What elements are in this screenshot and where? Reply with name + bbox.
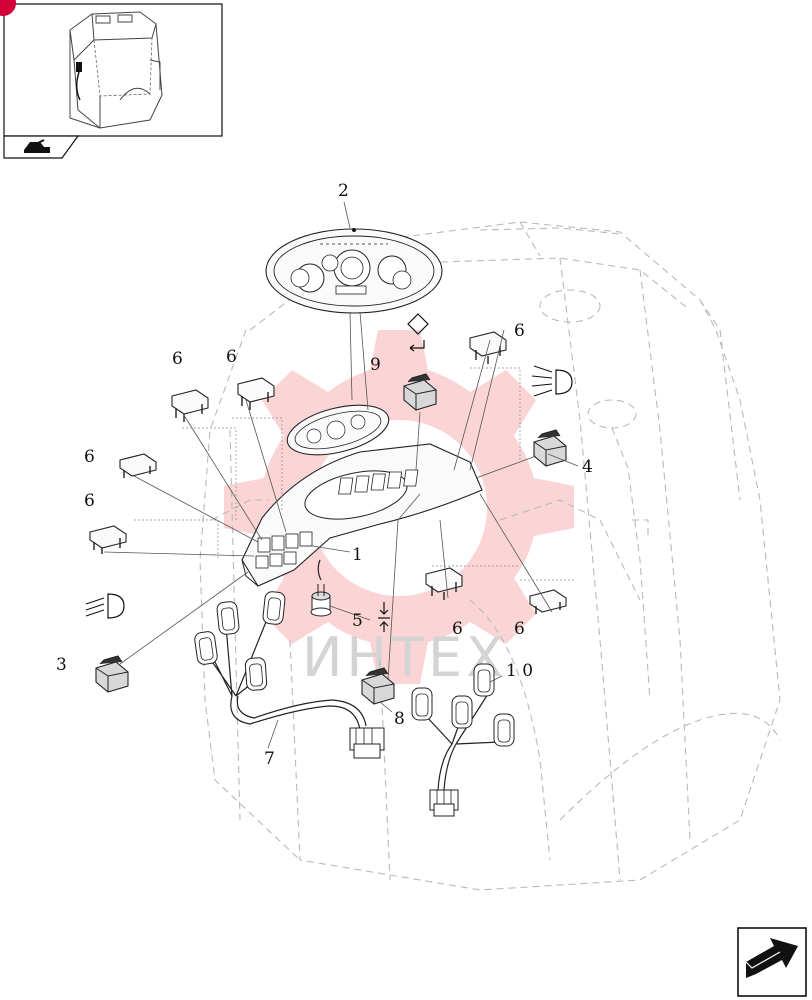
next-arrow-icon: [745, 938, 798, 978]
blank-cap-6d[interactable]: [89, 525, 127, 554]
blank-cap-6f[interactable]: [425, 567, 463, 600]
harness-plug: [194, 631, 218, 665]
work-light-switch-4[interactable]: [533, 429, 567, 467]
tractor-cab-thumbnail-icon: [69, 11, 163, 129]
harness-plug: [262, 591, 286, 625]
blank-cap-6a[interactable]: [171, 389, 209, 422]
socket-connector-5[interactable]: [310, 559, 332, 617]
callout-6: 6: [226, 347, 237, 367]
callout-6: 6: [452, 619, 463, 639]
instrument-cluster-installed: [286, 404, 390, 456]
callout-6: 6: [84, 447, 95, 467]
harness-plug: [244, 657, 268, 691]
harness-terminal-block: [429, 789, 459, 817]
hazard-switch-9[interactable]: [403, 373, 437, 411]
hazard-warning-symbol: [407, 313, 429, 352]
next-page-button[interactable]: [737, 927, 807, 997]
harness-plug: [411, 687, 433, 721]
callout-6: 6: [514, 619, 525, 639]
switch-slot-row-left: [255, 531, 313, 569]
callouts: 2 1 3 4 5 6 6 6 6 6 6 6 7 8 9 1 0: [56, 181, 593, 769]
harness-plug: [493, 713, 515, 747]
callout-2: 2: [338, 181, 349, 201]
harness-plug: [451, 695, 473, 729]
blank-cap-6c[interactable]: [119, 453, 157, 478]
wiring-harness-7[interactable]: [194, 591, 385, 759]
harness-plug: [473, 663, 495, 697]
headlight-symbol: [85, 593, 125, 619]
blank-cap-6b[interactable]: [237, 377, 275, 410]
notification-badge: [0, 0, 16, 16]
harness-plug: [216, 601, 240, 635]
dashboard-console[interactable]: [241, 443, 483, 587]
direction-arrows-symbol: [378, 602, 390, 632]
harness-terminal-block: [349, 727, 385, 759]
callout-4: 4: [582, 457, 593, 477]
direction-switch-8[interactable]: [361, 667, 395, 705]
wiring-harness-10[interactable]: [411, 663, 515, 817]
callout-8: 8: [394, 709, 405, 729]
callout-7: 7: [264, 749, 275, 769]
callout-10: 1 0: [506, 661, 533, 681]
callout-5: 5: [352, 611, 363, 631]
callout-6: 6: [172, 349, 183, 369]
callout-6: 6: [514, 321, 525, 341]
callout-3: 3: [56, 655, 67, 675]
callout-1: 1: [352, 545, 363, 565]
blank-cap-6g[interactable]: [529, 589, 567, 614]
callout-6: 6: [84, 491, 95, 511]
thumbnail-panel[interactable]: [0, 0, 223, 159]
watermark-text: ИНТЕХ: [302, 626, 507, 689]
leader-lines: [103, 201, 579, 749]
switch-slot-row-right: [338, 469, 419, 495]
headlight-switch-3[interactable]: [95, 655, 129, 693]
category-icon: [24, 139, 50, 153]
callout-9: 9: [370, 355, 381, 375]
instrument-cluster[interactable]: [265, 228, 443, 314]
headlight-symbol: [531, 365, 573, 397]
